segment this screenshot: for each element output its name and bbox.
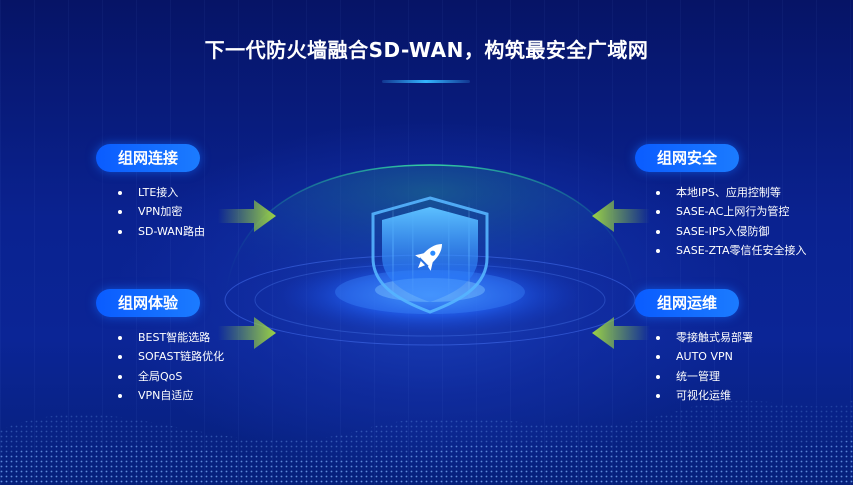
network-operations-list: 零接触式易部署 AUTO VPN 统一管理 可视化运维: [654, 328, 753, 405]
list-item: 零接触式易部署: [654, 328, 753, 347]
panel-label-network-connection: 组网连接: [96, 144, 201, 172]
list-item: 本地IPS、应用控制等: [654, 183, 807, 202]
panel-label-network-experience: 组网体验: [96, 289, 201, 317]
page-title: 下一代防火墙融合SD-WAN，构筑最安全广域网: [204, 38, 649, 62]
list-item: SASE-IPS入侵防御: [654, 222, 807, 241]
rocket-icon: [415, 243, 443, 271]
panel-label-network-operations: 组网运维: [635, 289, 740, 317]
title-underline: [382, 80, 470, 83]
list-item: SASE-ZTA零信任安全接入: [654, 241, 807, 260]
list-item: 统一管理: [654, 367, 753, 386]
network-connection-list: LTE接入 VPN加密 SD-WAN路由: [116, 183, 205, 241]
arrow-right-icon: [218, 200, 276, 232]
list-item: VPN自适应: [116, 386, 224, 405]
network-security-list: 本地IPS、应用控制等 SASE-AC上网行为管控 SASE-IPS入侵防御 S…: [654, 183, 807, 260]
list-item: SOFAST链路优化: [116, 347, 224, 366]
arrow-right-icon: [218, 317, 276, 349]
panel-label-network-security: 组网安全: [635, 144, 740, 172]
arrow-left-icon: [592, 200, 650, 232]
list-item: BEST智能选路: [116, 328, 224, 347]
list-item: LTE接入: [116, 183, 205, 202]
list-item: SD-WAN路由: [116, 222, 205, 241]
list-item: SASE-AC上网行为管控: [654, 202, 807, 221]
list-item: 全局QoS: [116, 367, 224, 386]
network-experience-list: BEST智能选路 SOFAST链路优化 全局QoS VPN自适应: [116, 328, 224, 405]
list-item: AUTO VPN: [654, 347, 753, 366]
list-item: VPN加密: [116, 202, 205, 221]
list-item: 可视化运维: [654, 386, 753, 405]
arrow-left-icon: [592, 317, 650, 349]
